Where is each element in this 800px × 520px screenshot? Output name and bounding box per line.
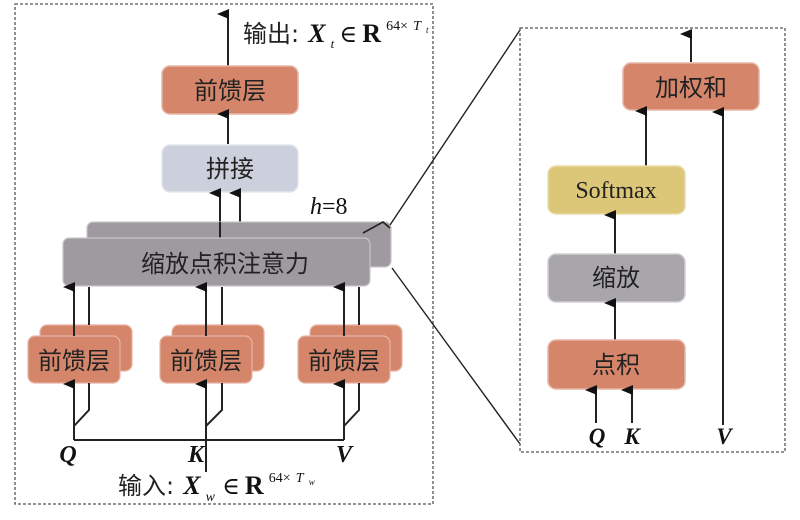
input-label: 输入: X w ∈ R 64× T w xyxy=(118,467,315,505)
svg-text:前馈层: 前馈层 xyxy=(38,347,110,375)
svg-text:前馈层: 前馈层 xyxy=(308,347,380,375)
zoom-line-top xyxy=(389,29,521,226)
input-to-ffn-arrows xyxy=(63,379,360,472)
input-label-v: V xyxy=(336,442,354,468)
svg-text:拼接: 拼接 xyxy=(206,155,254,183)
weighted-sum-block: 加权和 xyxy=(622,62,760,111)
ffn-stack-v: 前馈层 xyxy=(297,324,403,384)
concat-block: 拼接 xyxy=(161,144,299,193)
right-input-label-q: Q xyxy=(589,424,606,449)
left-panel-border xyxy=(14,3,434,505)
right-input-label-v: V xyxy=(716,424,733,449)
scale-block: 缩放 xyxy=(547,253,686,303)
right-panel-border xyxy=(519,27,786,453)
svg-text:缩放点积注意力: 缩放点积注意力 xyxy=(141,250,309,278)
dot-product-block: 点积 xyxy=(547,339,686,390)
svg-text:前馈层: 前馈层 xyxy=(194,77,266,105)
input-label-k: K xyxy=(187,442,206,468)
softmax-block: Softmax xyxy=(547,165,686,215)
input-label-q: Q xyxy=(59,442,76,468)
svg-text:点积: 点积 xyxy=(592,351,640,379)
ffn-stack-k: 前馈层 xyxy=(159,324,265,384)
svg-text:缩放: 缩放 xyxy=(592,264,640,292)
zoom-line-bottom xyxy=(391,267,521,445)
svg-text:前馈层: 前馈层 xyxy=(170,347,242,375)
zoom-bracket xyxy=(362,221,391,234)
top-ffn-block: 前馈层 xyxy=(161,65,299,115)
output-label: 输出: X t ∈ R 64× T t xyxy=(243,15,429,52)
ffn-to-attention-arrows xyxy=(63,282,360,336)
right-input-label-k: K xyxy=(623,424,641,449)
heads-label: h=8 xyxy=(310,194,348,220)
svg-text:Softmax: Softmax xyxy=(575,178,656,204)
svg-text:加权和: 加权和 xyxy=(655,74,727,102)
ffn-stack-q: 前馈层 xyxy=(27,324,133,384)
attention-block: 缩放点积注意力 xyxy=(62,237,371,287)
